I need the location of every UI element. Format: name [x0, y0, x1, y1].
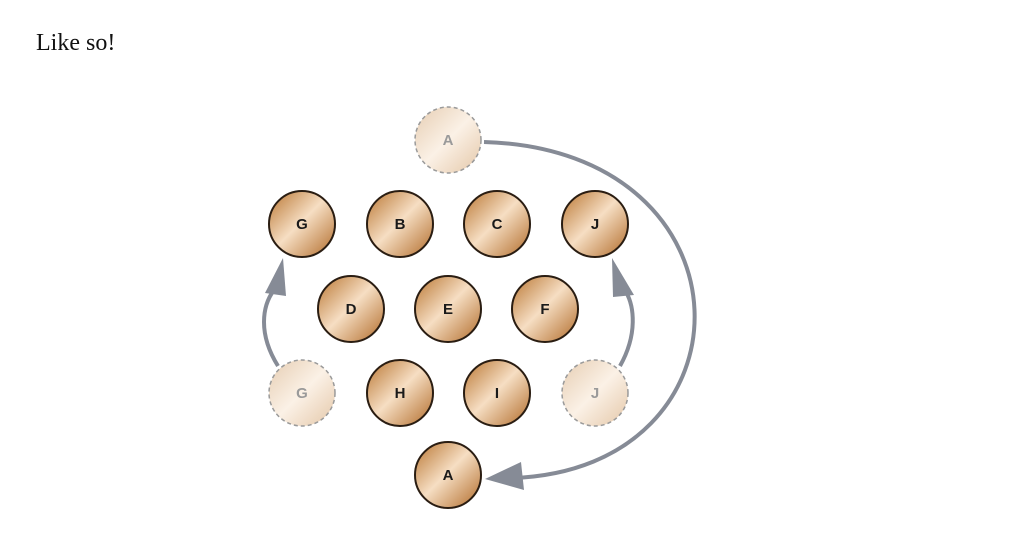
- arrow-curve: [483, 140, 697, 480]
- coin-circle: [414, 275, 482, 343]
- coin-label: I: [495, 385, 499, 402]
- coin-a: A: [414, 441, 482, 509]
- arrowhead: [265, 258, 286, 296]
- coin-b: B: [366, 190, 434, 258]
- coin-h: H: [366, 359, 434, 427]
- coin-circle: [511, 275, 579, 343]
- arrow-curve: [618, 291, 635, 367]
- coin-i: I: [463, 359, 531, 427]
- move-arrow-ghost-j-to-j: [612, 258, 635, 367]
- ghost-coin-a: A: [414, 106, 482, 174]
- ghost-coin-j: J: [561, 359, 629, 427]
- coin-label: D: [346, 301, 357, 318]
- move-arrow-ghost-g-to-g: [262, 258, 286, 368]
- coin-label: E: [443, 301, 453, 318]
- coin-circle: [414, 441, 482, 509]
- move-arrows: [262, 140, 697, 490]
- caption: Like so!: [36, 30, 116, 56]
- coin-label: F: [540, 301, 549, 318]
- move-arrow-ghost-a-to-a: [483, 140, 697, 490]
- coin-label: B: [395, 216, 406, 233]
- arrowhead: [485, 462, 524, 490]
- ghost-coin-g: G: [268, 359, 336, 427]
- coin-label: A: [443, 132, 454, 149]
- coin-label: J: [591, 385, 599, 402]
- coin-g: G: [268, 190, 336, 258]
- coin-label: G: [296, 216, 308, 233]
- coin-circle: [463, 359, 531, 427]
- coin-d: D: [317, 275, 385, 343]
- ghost-coin-circle: [268, 359, 336, 427]
- arrow-curve: [262, 288, 280, 368]
- coin-circle: [366, 190, 434, 258]
- coin-c: C: [463, 190, 531, 258]
- coin-circle: [463, 190, 531, 258]
- coin-circle: [561, 190, 629, 258]
- coin-label: J: [591, 216, 599, 233]
- coin-label: G: [296, 385, 308, 402]
- coin-label: C: [492, 216, 503, 233]
- coin-e: E: [414, 275, 482, 343]
- coin-circle: [268, 190, 336, 258]
- coin-circle: [317, 275, 385, 343]
- coins: A G B C J D E F G H I J A: [268, 106, 629, 509]
- coin-circle: [366, 359, 434, 427]
- ghost-coin-circle: [561, 359, 629, 427]
- arrowhead: [612, 258, 634, 297]
- coin-j: J: [561, 190, 629, 258]
- coin-label: A: [443, 467, 454, 484]
- coin-f: F: [511, 275, 579, 343]
- coin-label: H: [395, 385, 406, 402]
- ghost-coin-circle: [414, 106, 482, 174]
